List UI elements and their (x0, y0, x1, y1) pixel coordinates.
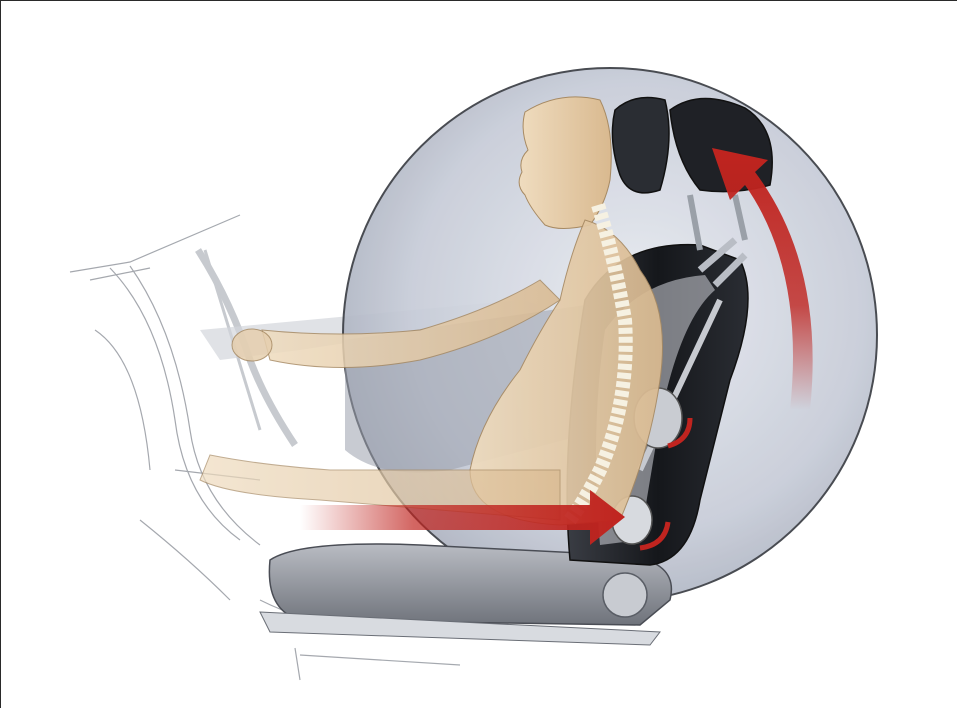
seat-safety-illustration (0, 0, 957, 708)
